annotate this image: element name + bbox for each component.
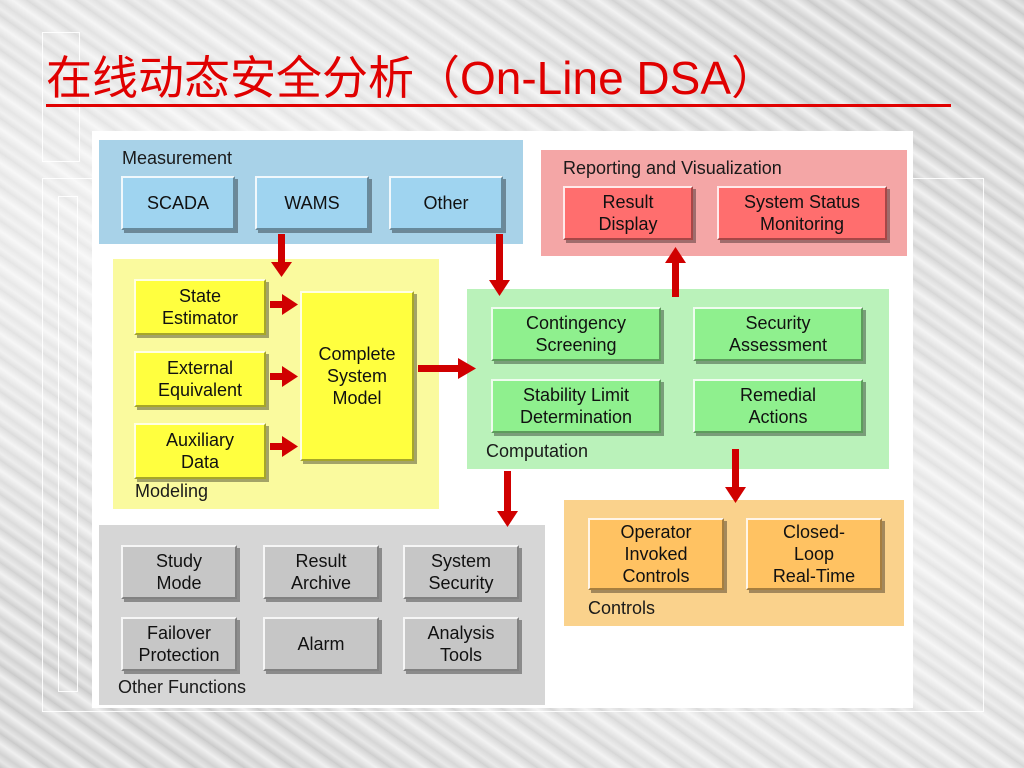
arrow-state-estimator-to-model bbox=[270, 294, 298, 315]
state-estimator-box: State Estimator bbox=[134, 279, 266, 335]
study-mode-box: Study Mode bbox=[121, 545, 237, 599]
analysis-tools-box: Analysis Tools bbox=[403, 617, 519, 671]
controls-label: Controls bbox=[588, 598, 656, 618]
diagram-canvas: Measurement SCADA WAMS Other Reporting a… bbox=[92, 131, 913, 708]
closed-loop-real-time-box: Closed- Loop Real-Time bbox=[746, 518, 882, 590]
controls-group: Operator Invoked Controls Closed- Loop R… bbox=[564, 500, 904, 626]
computation-label: Computation bbox=[486, 441, 589, 461]
failover-protection-box: Failover Protection bbox=[121, 617, 237, 671]
arrow-computation-to-controls bbox=[725, 449, 746, 503]
reporting-group: Reporting and Visualization Result Displ… bbox=[541, 150, 907, 256]
frame-decoration-top bbox=[42, 32, 80, 162]
alarm-box: Alarm bbox=[263, 617, 379, 671]
measurement-group: Measurement SCADA WAMS Other bbox=[99, 140, 523, 244]
computation-group: Contingency Screening Security Assessmen… bbox=[467, 289, 889, 469]
slide-title: 在线动态安全分析（On-Line DSA） bbox=[46, 52, 951, 107]
contingency-screening-box: Contingency Screening bbox=[491, 307, 661, 361]
auxiliary-data-box: Auxiliary Data bbox=[134, 423, 266, 479]
scada-box: SCADA bbox=[121, 176, 235, 230]
arrow-computation-to-other-functions bbox=[497, 471, 518, 527]
arrow-external-equivalent-to-model bbox=[270, 366, 298, 387]
arrow-measurement-to-modeling bbox=[271, 234, 292, 277]
arrow-auxiliary-data-to-model bbox=[270, 436, 298, 457]
flow-arrows bbox=[270, 234, 746, 527]
arrow-model-to-computation bbox=[418, 358, 476, 379]
modeling-label: Modeling bbox=[135, 481, 209, 501]
system-security-box: System Security bbox=[403, 545, 519, 599]
complete-system-model-box: Complete System Model bbox=[300, 291, 414, 461]
stability-limit-determination-box: Stability Limit Determination bbox=[491, 379, 661, 433]
other-measurement-box: Other bbox=[389, 176, 503, 230]
other-functions-label: Other Functions bbox=[118, 677, 247, 697]
security-assessment-box: Security Assessment bbox=[693, 307, 863, 361]
external-equivalent-box: External Equivalent bbox=[134, 351, 266, 407]
modeling-group: State Estimator External Equivalent Auxi… bbox=[113, 259, 439, 509]
other-functions-group: Study Mode Result Archive System Securit… bbox=[99, 525, 545, 705]
frame-decoration-left bbox=[58, 196, 78, 692]
wams-box: WAMS bbox=[255, 176, 369, 230]
arrow-measurement-to-computation bbox=[489, 234, 510, 296]
result-archive-box: Result Archive bbox=[263, 545, 379, 599]
arrow-computation-to-reporting bbox=[665, 247, 686, 297]
system-status-monitoring-box: System Status Monitoring bbox=[717, 186, 887, 240]
remedial-actions-box: Remedial Actions bbox=[693, 379, 863, 433]
operator-invoked-controls-box: Operator Invoked Controls bbox=[588, 518, 724, 590]
reporting-label: Reporting and Visualization bbox=[563, 158, 782, 178]
measurement-label: Measurement bbox=[122, 148, 233, 168]
result-display-box: Result Display bbox=[563, 186, 693, 240]
